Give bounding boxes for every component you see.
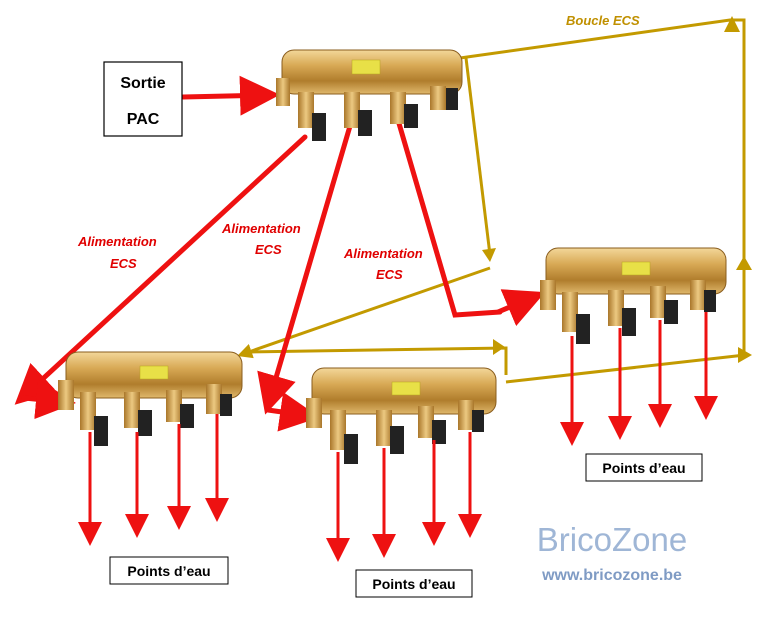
right-feed-arrow bbox=[495, 289, 546, 327]
manifold-top-label-tag bbox=[351, 59, 381, 75]
valve-handle-icon bbox=[344, 434, 358, 464]
loop-arrowhead-right bbox=[738, 347, 752, 363]
watermark-brand: BricoZone bbox=[537, 521, 687, 558]
loop-top-to-right bbox=[459, 18, 746, 262]
label-supply-3-line2: ECS bbox=[376, 267, 403, 282]
supply-arrow-right bbox=[395, 117, 503, 318]
source-box: Sortie PAC bbox=[103, 61, 183, 137]
ecs-loop-lines bbox=[237, 18, 746, 384]
loop-arrowhead-middle bbox=[493, 339, 505, 355]
manifold-top bbox=[276, 49, 463, 141]
valve-handle-icon bbox=[472, 410, 484, 432]
manifold-left-valves bbox=[80, 384, 232, 446]
valve-handle-icon bbox=[390, 426, 404, 454]
valve-handle-icon bbox=[704, 290, 716, 312]
manifold-top-valves bbox=[298, 86, 458, 141]
valve-handle-icon bbox=[664, 300, 678, 324]
outlet-box-middle: Points d’eau bbox=[355, 569, 473, 598]
valve-handle-icon bbox=[576, 314, 590, 344]
loop-arrowhead-drop bbox=[482, 248, 496, 262]
outlet-box-middle-text: Points d’eau bbox=[372, 576, 455, 592]
source-box-line1: Sortie bbox=[120, 75, 165, 92]
label-supply-1-line2: ECS bbox=[110, 256, 137, 271]
valve-handle-icon bbox=[622, 308, 636, 336]
outlet-box-right: Points d’eau bbox=[585, 453, 703, 482]
label-supply-2-line2: ECS bbox=[255, 242, 282, 257]
loop-arrowhead-top bbox=[724, 16, 740, 32]
sortie-arrow bbox=[180, 75, 280, 116]
valve-handle-icon bbox=[220, 394, 232, 416]
manifold-left bbox=[58, 351, 243, 446]
valve-handle-icon bbox=[358, 110, 372, 136]
source-box-line2: PAC bbox=[127, 111, 160, 128]
loop-arrowhead-rightrise bbox=[736, 256, 752, 270]
valve-handle-icon bbox=[446, 88, 458, 110]
manifold-middle-label-tag bbox=[391, 381, 421, 396]
outlet-box-left: Points d’eau bbox=[109, 556, 229, 585]
manifold-left-inlet bbox=[58, 380, 74, 410]
valve-handle-icon bbox=[94, 416, 108, 446]
supply-arrow-left bbox=[14, 134, 308, 405]
outlet-box-right-text: Points d’eau bbox=[602, 460, 685, 476]
loop-diagonal bbox=[237, 266, 491, 359]
manifold-right bbox=[540, 247, 727, 344]
loop-bottom-link bbox=[505, 353, 746, 384]
ecs-loop-arrowheads bbox=[482, 16, 752, 363]
manifold-right-valves bbox=[562, 280, 716, 344]
manifold-right-label-tag bbox=[621, 261, 651, 276]
watermark-url: www.bricozone.be bbox=[541, 567, 682, 584]
manifold-right-inlet bbox=[540, 280, 556, 310]
outlet-arrows bbox=[78, 312, 718, 562]
supply-arrow-middle bbox=[257, 123, 353, 415]
manifold-left-label-tag bbox=[139, 365, 169, 380]
valve-handle-icon bbox=[180, 404, 194, 428]
middle-feed-arrow bbox=[265, 391, 320, 432]
valve-handle-icon bbox=[404, 104, 418, 128]
outlet-box-left-text: Points d’eau bbox=[127, 563, 210, 579]
manifold-middle bbox=[306, 367, 497, 464]
valve-handle-icon bbox=[432, 420, 446, 444]
label-loop: Boucle ECS bbox=[566, 13, 640, 28]
label-supply-1-line1: Alimentation bbox=[77, 234, 157, 249]
valve-handle-icon bbox=[138, 410, 152, 436]
supply-arrows bbox=[14, 75, 546, 432]
label-supply-2-line1: Alimentation bbox=[221, 221, 301, 236]
loop-middle-link bbox=[245, 346, 508, 375]
manifold-middle-valves bbox=[330, 400, 484, 464]
loop-top-drop bbox=[464, 57, 492, 256]
manifold-middle-inlet bbox=[306, 398, 322, 428]
manifold-top-inlet bbox=[276, 78, 290, 106]
label-supply-3-line1: Alimentation bbox=[343, 246, 423, 261]
valve-handle-icon bbox=[312, 113, 326, 141]
